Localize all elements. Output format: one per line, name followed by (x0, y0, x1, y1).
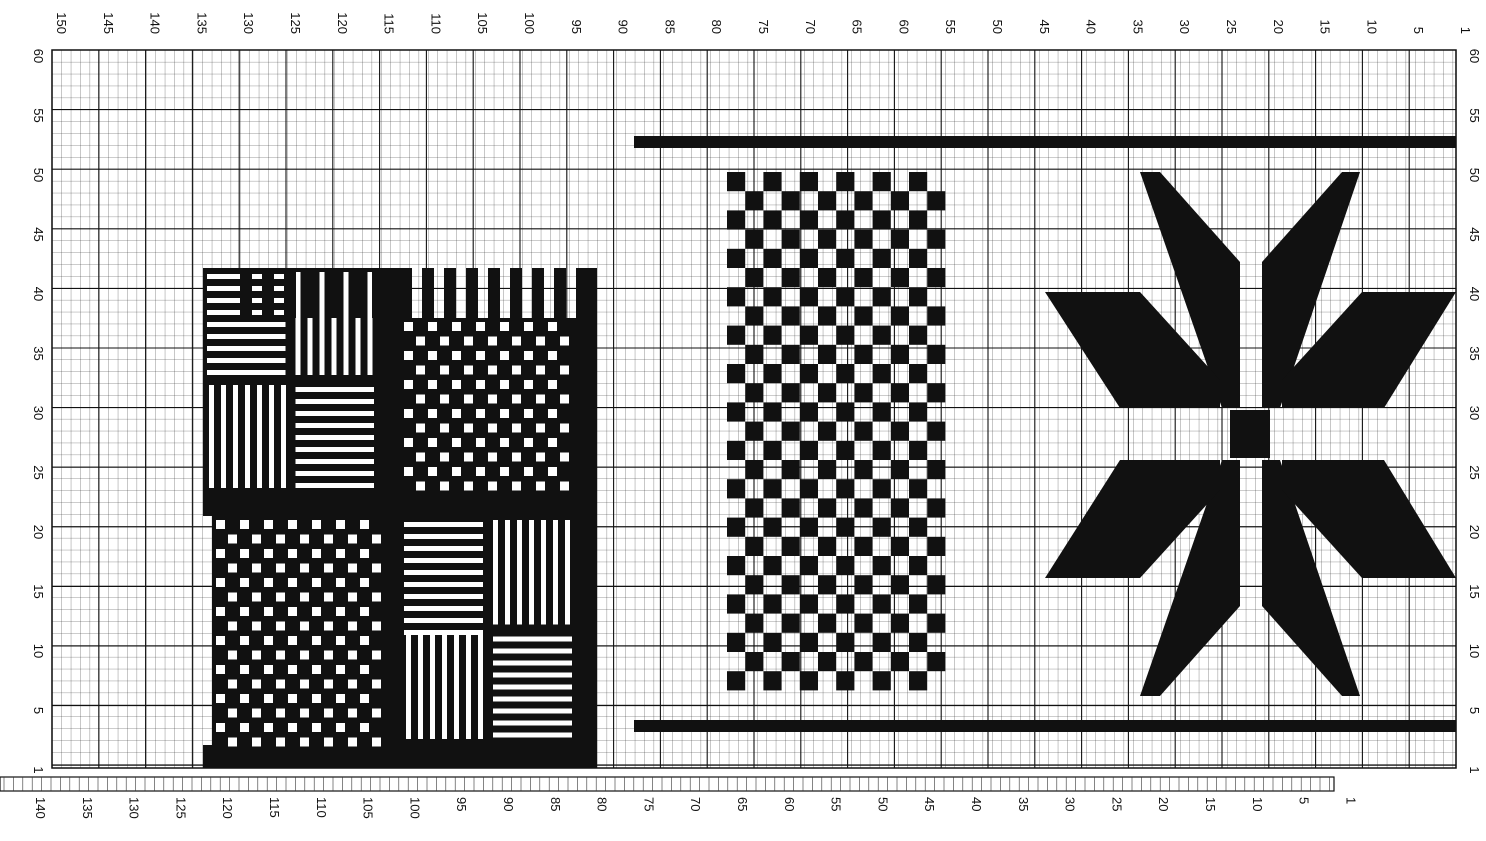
row-label-right: 1 (1467, 766, 1482, 773)
ruler-label: 40 (969, 797, 984, 811)
ruler-label: 130 (127, 797, 142, 819)
row-label-left: 1 (31, 766, 46, 773)
row-label-right: 10 (1467, 644, 1482, 658)
ruler-label: 60 (782, 797, 797, 811)
column-label: 115 (382, 13, 397, 34)
column-label: 90 (616, 20, 631, 34)
row-labels-left: 60 55 50 45 40 35 30 25 20 15 10 5 1 (31, 49, 46, 774)
column-label: 130 (241, 12, 256, 34)
ruler-label: 75 (641, 797, 656, 811)
ruler-label: 65 (735, 797, 750, 811)
ruler-label: 15 (1203, 797, 1218, 811)
ruler-label: 25 (1109, 797, 1124, 811)
row-label-right: 50 (1467, 168, 1482, 182)
column-label: 60 (896, 20, 911, 34)
column-label: 5 (1411, 27, 1426, 34)
row-label-right: 35 (1467, 346, 1482, 360)
ruler-label: 115 (267, 797, 282, 818)
column-label: 80 (709, 20, 724, 34)
column-label: 20 (1271, 20, 1286, 34)
column-label: 145 (101, 12, 116, 34)
row-label-left: 45 (31, 227, 46, 241)
column-label: 40 (1084, 20, 1099, 34)
basket-weave-block (203, 268, 597, 748)
column-label: 105 (475, 12, 490, 34)
row-label-left: 60 (31, 49, 46, 63)
column-label: 135 (194, 12, 209, 34)
ruler-label: 105 (361, 797, 376, 819)
column-label: 100 (522, 12, 537, 34)
ruler-label: 135 (80, 797, 95, 819)
ruler-label: 140 (33, 797, 48, 819)
row-label-right: 5 (1467, 707, 1482, 714)
ruler-label: 55 (829, 797, 844, 811)
ruler-label: 120 (220, 797, 235, 819)
ruler-label: 1 (1343, 797, 1358, 804)
column-label: 95 (569, 20, 584, 34)
ruler-label: 35 (1016, 797, 1031, 811)
row-label-left: 5 (31, 707, 46, 714)
ruler-label: 50 (875, 797, 890, 811)
column-label: 1 (1458, 27, 1473, 34)
column-label: 120 (335, 12, 350, 34)
row-label-right: 15 (1467, 584, 1482, 598)
column-label: 150 (54, 12, 69, 34)
ruler-label: 125 (173, 797, 188, 819)
base-bar (203, 745, 597, 768)
bottom-bar (634, 720, 1456, 732)
row-label-right: 60 (1467, 49, 1482, 63)
row-label-right: 55 (1467, 108, 1482, 122)
row-label-left: 55 (31, 108, 46, 122)
row-label-right: 25 (1467, 465, 1482, 479)
row-label-left: 25 (31, 465, 46, 479)
ruler-label: 45 (922, 797, 937, 811)
column-label: 110 (428, 13, 443, 34)
column-label: 70 (803, 20, 818, 34)
row-label-left: 15 (31, 584, 46, 598)
column-label: 75 (756, 20, 771, 34)
ruler-label: 70 (688, 797, 703, 811)
row-label-left: 50 (31, 168, 46, 182)
row-labels-right: 60 55 50 45 40 35 30 25 20 15 10 5 1 (1467, 49, 1482, 774)
row-label-right: 20 (1467, 525, 1482, 539)
ruler-label: 80 (595, 797, 610, 811)
column-label: 45 (1037, 20, 1052, 34)
column-label: 140 (148, 12, 163, 34)
column-label: 50 (990, 20, 1005, 34)
ruler-label: 100 (407, 797, 422, 819)
row-label-left: 10 (31, 644, 46, 658)
ruler-label: 110 (314, 797, 329, 818)
ruler-label: 30 (1063, 797, 1078, 811)
row-label-left: 35 (31, 346, 46, 360)
column-label: 85 (662, 20, 677, 34)
row-label-left: 20 (31, 525, 46, 539)
row-label-left: 30 (31, 406, 46, 420)
ruler-label: 85 (548, 797, 563, 811)
column-label: 35 (1130, 20, 1145, 34)
row-label-left: 40 (31, 287, 46, 301)
row-label-right: 45 (1467, 227, 1482, 241)
row-label-right: 40 (1467, 287, 1482, 301)
row-label-right: 30 (1467, 406, 1482, 420)
column-label: 15 (1318, 20, 1333, 34)
column-label: 25 (1224, 20, 1239, 34)
column-label: 30 (1177, 20, 1192, 34)
ruler-label: 10 (1250, 797, 1265, 811)
ruler-label: 5 (1297, 797, 1312, 804)
column-label: 125 (288, 12, 303, 34)
top-bar (634, 136, 1456, 148)
column-label: 65 (850, 20, 865, 34)
ruler-label: 20 (1156, 797, 1171, 811)
ruler-label: 95 (454, 797, 469, 811)
column-label: 55 (943, 20, 958, 34)
column-label: 10 (1364, 20, 1379, 34)
ruler-label: 90 (501, 797, 516, 811)
